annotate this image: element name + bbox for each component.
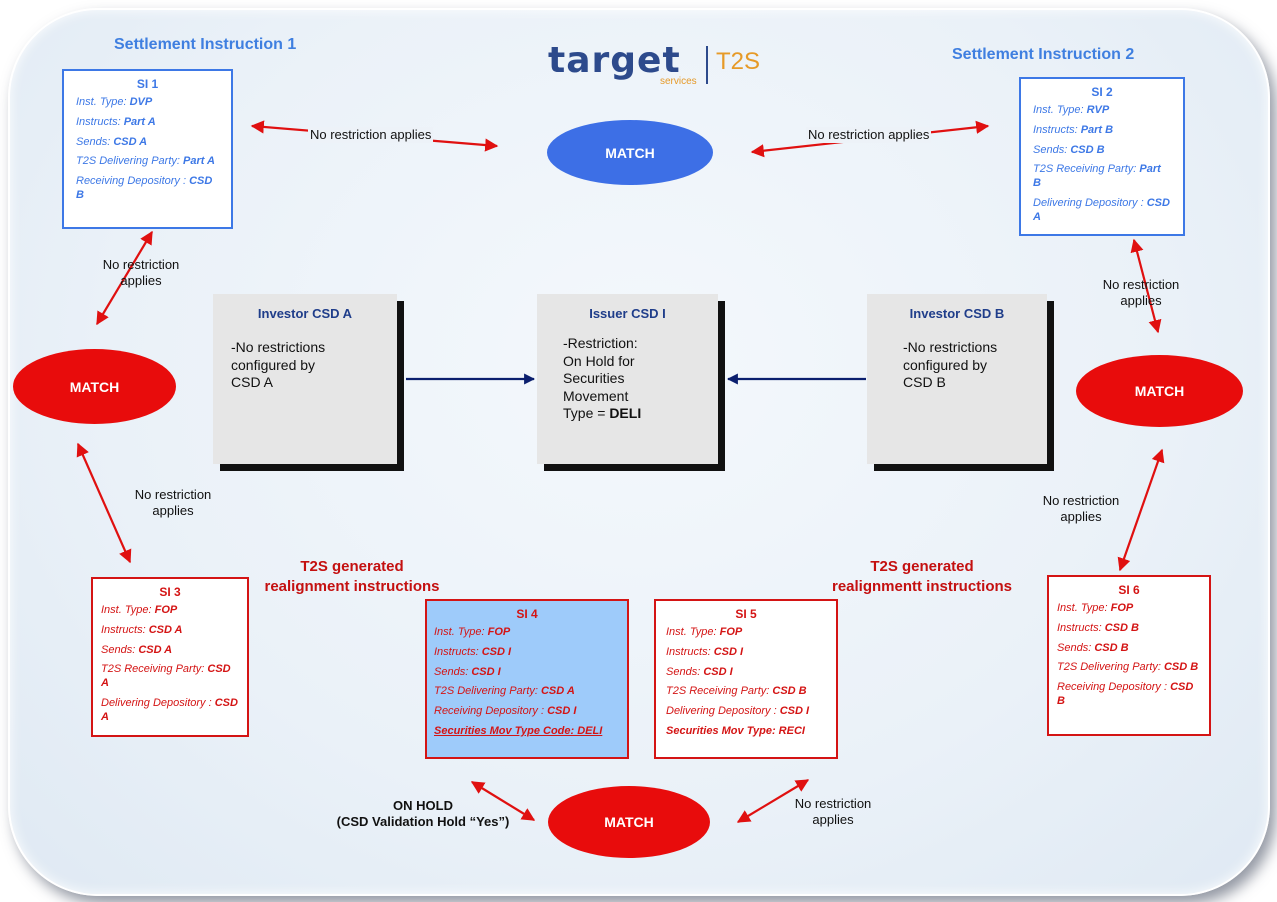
si5-title: SI 5 [735,607,757,621]
si4-row: Receiving Depository : CSD I [434,705,577,717]
logo-wordmark: target [548,40,681,81]
si3-row: Sends: CSD A [101,643,173,656]
label-on-hold: ON HOLD(CSD Validation Hold “Yes”) [336,798,510,830]
si4-special: Securities Mov Type Code: DELI [434,724,603,737]
match-bottom: MATCH [548,786,710,858]
si6-row: Instructs: CSD B [1057,621,1139,634]
si1-row: T2S Delivering Party: Part A [76,155,215,168]
si5-row: Sends: CSD I [666,665,733,678]
si5-row: T2S Receiving Party: CSD B [666,685,807,698]
logo-product: T2S [716,48,761,75]
si2-box: SI 2 Inst. Type: RVP Instructs: Part B S… [1019,77,1185,236]
si3-row: Instructs: CSD A [101,623,183,636]
si4-row: T2S Delivering Party: CSD A [434,685,575,698]
si1-title: SI 1 [136,77,159,91]
si5-row: Instructs: CSD I [666,645,744,658]
logo-sub: services [660,76,697,87]
si2-title: SI 2 [1091,85,1113,99]
si3-row: T2S Receiving Party: CSD A [101,663,231,689]
si3-title: SI 3 [159,585,181,599]
label-no-restriction-top-right: No restriction applies [806,127,932,144]
heading-settlement-instruction-1: Settlement Instruction 1 [114,36,297,53]
csd-i-title: Issuer CSD I [589,306,666,321]
label-no-restriction-top-left: No restriction applies [308,127,434,144]
si6-box: SI 6 Inst. Type: FOP Instructs: CSD B Se… [1047,575,1211,736]
si4-title: SI 4 [516,607,538,621]
si2-row: Sends: CSD B [1033,143,1105,156]
si4-box: SI 4 Inst. Type: FOP Instructs: CSD I Se… [425,599,629,759]
si6-row: Receiving Depository : CSD B [1057,681,1194,707]
match-left: MATCH [13,349,176,424]
si6-title: SI 6 [1118,583,1140,597]
si4-row: Instructs: CSD I [434,645,512,658]
si5-row: Inst. Type: FOP [666,626,743,638]
heading-settlement-instruction-2: Settlement Instruction 2 [952,46,1135,63]
si4-row: Sends: CSD I [434,665,501,678]
si5-box: SI 5 Inst. Type: FOP Instructs: CSD I Se… [654,599,838,759]
csd-a-title: Investor CSD A [257,306,353,321]
si1-row: Instructs: Part A [76,115,156,128]
si2-row: Instructs: Part B [1033,123,1114,136]
si2-row: Inst. Type: RVP [1033,104,1110,116]
si2-row: Delivering Depository : CSD A [1033,196,1170,223]
logo-divider [706,46,708,84]
si1-row: Inst. Type: DVP [76,96,153,108]
match-top: MATCH [547,120,713,185]
si1-box: SI 1 Inst. Type: DVP Instructs: Part A S… [62,69,233,229]
si4-row: Inst. Type: FOP [434,626,511,638]
si6-row: Sends: CSD B [1057,641,1129,654]
si6-row: T2S Delivering Party: CSD B [1057,661,1199,674]
si2-row: T2S Receiving Party: Part B [1033,163,1161,189]
si3-row: Delivering Depository : CSD A [101,696,238,723]
si3-box: SI 3 Inst. Type: FOP Instructs: CSD A Se… [91,577,249,737]
si3-row: Inst. Type: FOP [101,604,178,616]
match-right: MATCH [1076,355,1243,427]
si6-row: Inst. Type: FOP [1057,602,1134,614]
si1-row: Receiving Depository : CSD B [76,175,213,201]
si1-row: Sends: CSD A [76,135,148,148]
csd-b-title: Investor CSD B [909,306,1005,321]
si5-special: Securities Mov Type: RECI [666,724,805,737]
si5-row: Delivering Depository : CSD I [666,705,810,717]
